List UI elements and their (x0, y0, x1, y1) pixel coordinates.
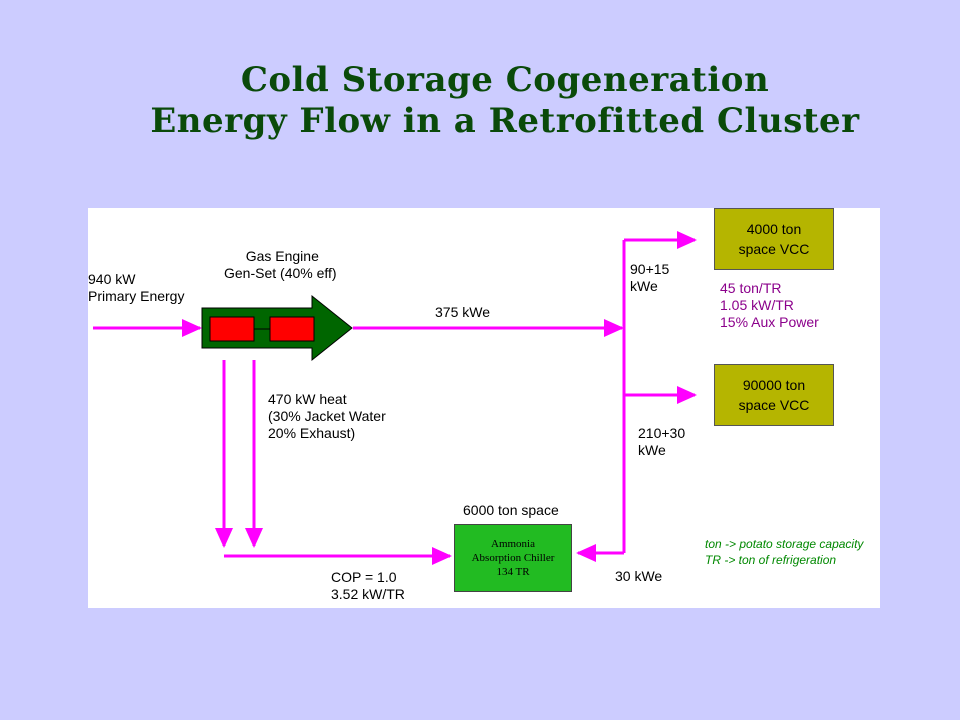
flow-lines (93, 231, 697, 565)
generator-block-left (209, 316, 255, 342)
absorption-chiller-box: Ammonia Absorption Chiller 134 TR (454, 524, 572, 592)
gas-engine-label: Gas Engine Gen-Set (40% eff) (224, 248, 337, 281)
vcc-box-4000: 4000 ton space VCC (714, 208, 834, 270)
heat-label: 470 kW heat (30% Jacket Water 20% Exhaus… (268, 391, 386, 441)
branch-top-label: 90+15 kWe (630, 261, 670, 294)
branch-mid-label: 210+30 kWe (638, 425, 686, 458)
primary-energy-label: 940 kW Primary Energy (88, 271, 185, 304)
page-title-line-1: Cold Storage Cogeneration (240, 60, 770, 100)
page-title-line-2: Energy Flow in a Retrofitted Cluster (150, 101, 860, 141)
vcc1-specs: 45 ton/TR 1.05 kW/TR 15% Aux Power (720, 280, 819, 330)
cop-label: COP = 1.0 3.52 kW/TR (331, 569, 405, 602)
generator-block-right (269, 316, 315, 342)
legend-notes: ton -> potato storage capacity TR -> ton… (705, 537, 864, 567)
vcc-box-90000: 90000 ton space VCC (714, 364, 834, 426)
branch-chiller-label: 30 kWe (615, 568, 663, 584)
electric-output-label: 375 kWe (435, 304, 490, 320)
energy-flow-diagram: 940 kW Primary Energy Gas Engine Gen-Set… (88, 208, 880, 608)
chiller-space-label: 6000 ton space (463, 502, 559, 518)
